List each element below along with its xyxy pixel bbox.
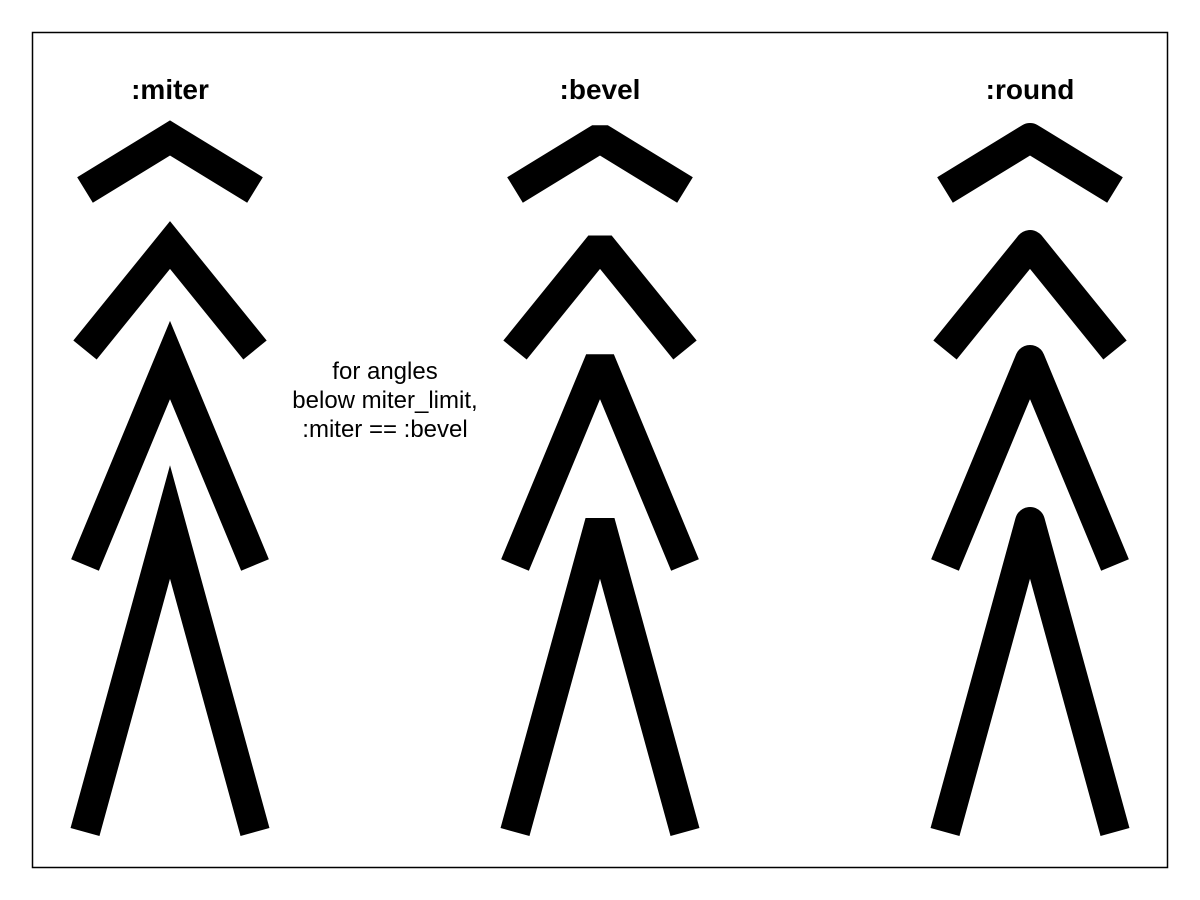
miter-chevron-2 (73, 221, 267, 360)
miter-limit-note: for angles below miter_limit, :miter == … (235, 357, 535, 444)
miter-chevron-4 (70, 465, 270, 836)
note-line-2: below miter_limit, (292, 387, 478, 414)
miter-column (70, 120, 270, 836)
miter-title: :miter (131, 74, 209, 105)
round-title: :round (985, 74, 1075, 105)
bevel-chevron-1 (507, 125, 693, 203)
miter-chevron-1 (77, 120, 263, 203)
round-chevron-2 (933, 230, 1127, 360)
note-line-1: for angles (332, 358, 438, 385)
round-column (930, 123, 1130, 836)
bevel-column (500, 125, 700, 836)
bevel-chevron-3 (501, 354, 699, 571)
bevel-chevron-4 (500, 518, 700, 836)
bevel-title: :bevel (559, 74, 641, 105)
note-line-3: :miter == :bevel (302, 416, 468, 443)
round-chevron-3 (931, 345, 1129, 571)
round-chevron-4 (930, 507, 1130, 836)
miter-chevron-3 (71, 320, 269, 571)
bevel-chevron-2 (503, 235, 697, 360)
round-chevron-1 (937, 123, 1123, 203)
